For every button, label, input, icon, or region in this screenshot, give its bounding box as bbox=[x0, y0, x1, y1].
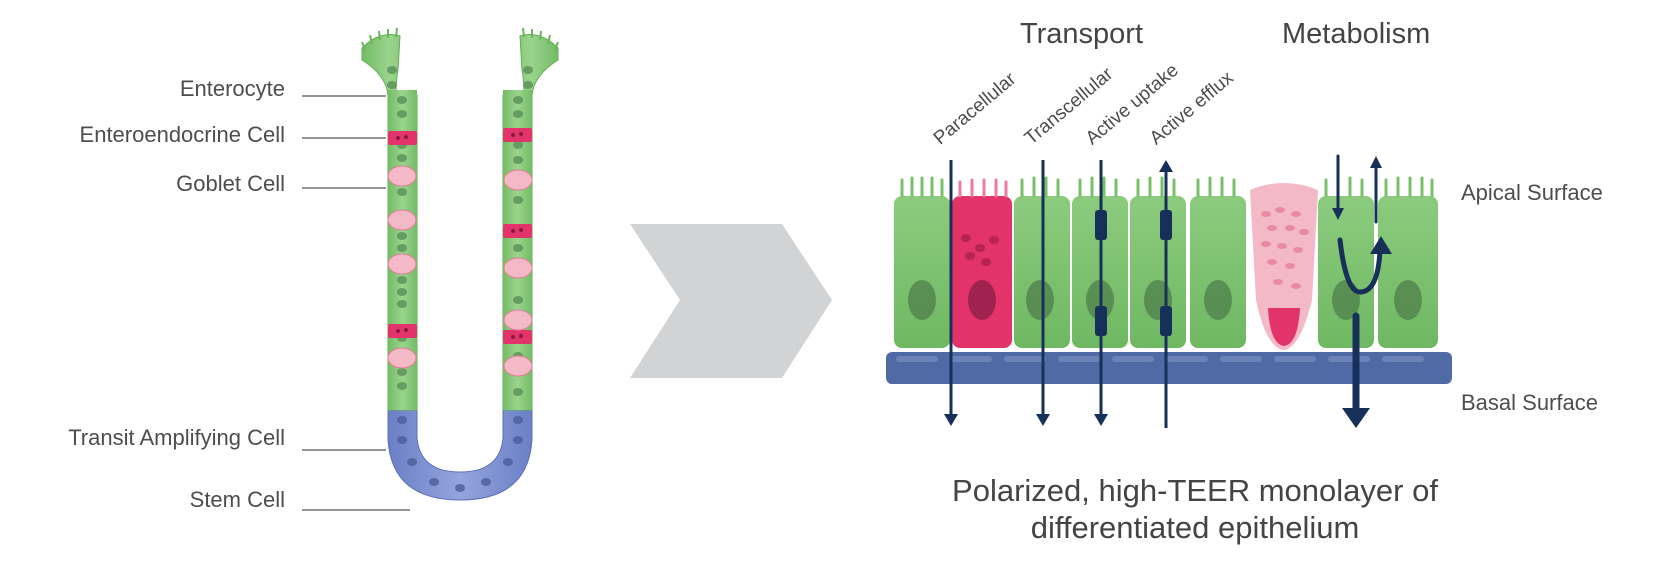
enteroendocrine-label: Enteroendocrine Cell bbox=[79, 122, 285, 147]
chevron-arrow-icon bbox=[630, 224, 832, 378]
monolayer-illustration bbox=[886, 176, 1452, 384]
crypt-illustration bbox=[361, 27, 559, 501]
stem-cell-zone bbox=[387, 409, 533, 501]
enterocyte-label: Enterocyte bbox=[179, 76, 285, 101]
transport-header: Transport bbox=[1020, 18, 1144, 50]
goblet-cells bbox=[387, 165, 533, 377]
enteroendocrine-cells bbox=[388, 128, 532, 344]
caption-line-2: differentiated epithelium bbox=[1030, 510, 1360, 545]
transit-amplifying-label: Transit Amplifying Cell bbox=[68, 425, 285, 450]
stem-cell-label: Stem Cell bbox=[189, 487, 285, 512]
metabolism-arrows bbox=[1332, 154, 1392, 428]
monolayer-caption: Polarized, high-TEER monolayer of differ… bbox=[880, 472, 1510, 546]
basal-surface-label: Basal Surface bbox=[1461, 390, 1598, 415]
enteroendocrine-cell bbox=[952, 196, 1012, 348]
metabolism-header: Metabolism bbox=[1282, 18, 1431, 50]
goblet-cell bbox=[1250, 183, 1318, 350]
apical-surface-label: Apical Surface bbox=[1461, 180, 1603, 205]
label-leaders bbox=[302, 95, 410, 511]
caption-line-1: Polarized, high-TEER monolayer of bbox=[952, 473, 1438, 508]
transport-arrows bbox=[944, 160, 1173, 428]
goblet-label: Goblet Cell bbox=[176, 171, 285, 196]
